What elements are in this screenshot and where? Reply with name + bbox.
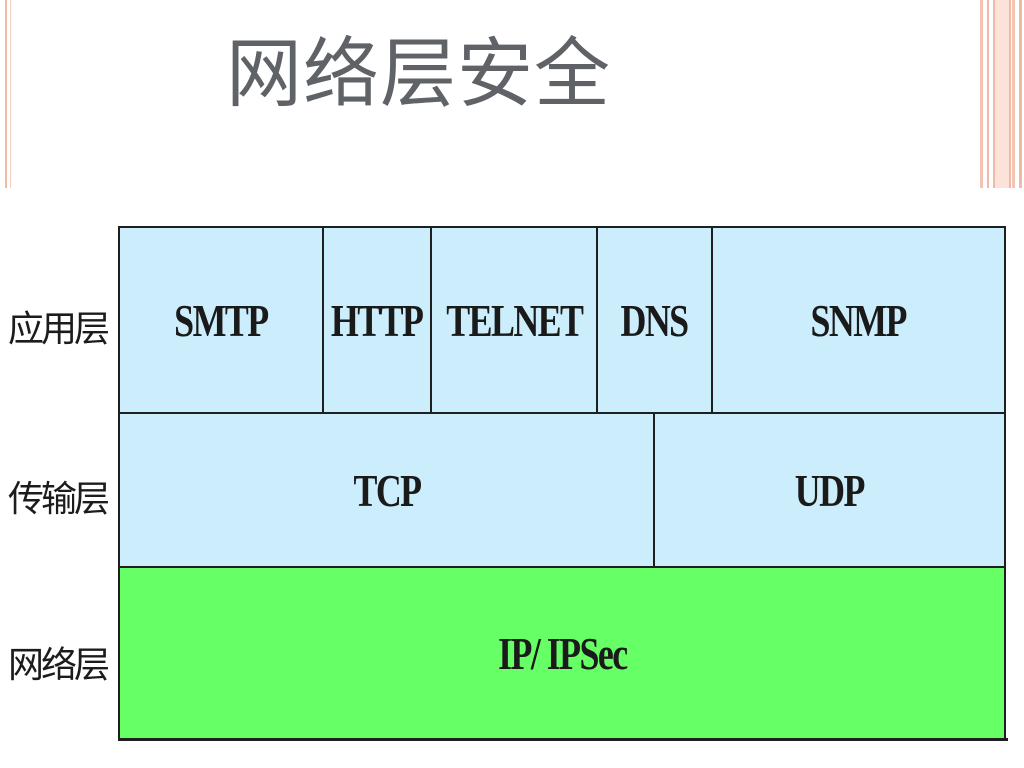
protocol-cell-dns: DNS <box>598 228 713 412</box>
protocol-cell-telnet: TELNET <box>432 228 598 412</box>
network-layer-row: IP/ IPSec <box>118 566 1006 740</box>
layer-label-application: 应用层 <box>8 309 110 350</box>
protocol-label: DNS <box>620 294 690 346</box>
protocol-cell-udp: UDP <box>655 414 1004 566</box>
protocol-stack-diagram: SMTP HTTP TELNET DNS SNMP TCP UDP IP/ IP… <box>118 226 1008 741</box>
protocol-label: IP/ IPSec <box>497 627 628 679</box>
layer-label-transport: 传输层 <box>8 479 110 520</box>
protocol-cell-snmp: SNMP <box>713 228 1004 412</box>
layer-label-network: 网络层 <box>8 645 110 686</box>
transport-layer-row: TCP UDP <box>118 412 1006 568</box>
right-decor-stripes <box>978 0 1024 188</box>
protocol-cell-tcp: TCP <box>120 414 655 566</box>
protocol-cell-ip-ipsec: IP/ IPSec <box>120 568 1004 738</box>
protocol-label: TCP <box>352 464 422 516</box>
protocol-label: UDP <box>794 464 866 516</box>
protocol-label: SMTP <box>174 294 269 346</box>
protocol-cell-smtp: SMTP <box>120 228 324 412</box>
protocol-cell-http: HTTP <box>324 228 432 412</box>
protocol-label: HTTP <box>331 294 424 346</box>
protocol-label: SNMP <box>810 294 908 346</box>
protocol-label: TELNET <box>445 294 584 346</box>
application-layer-row: SMTP HTTP TELNET DNS SNMP <box>118 226 1006 414</box>
slide-title: 网络层安全 <box>226 29 611 118</box>
left-decor-stripe <box>5 0 11 188</box>
diagram-bottom-edge <box>118 738 1008 741</box>
